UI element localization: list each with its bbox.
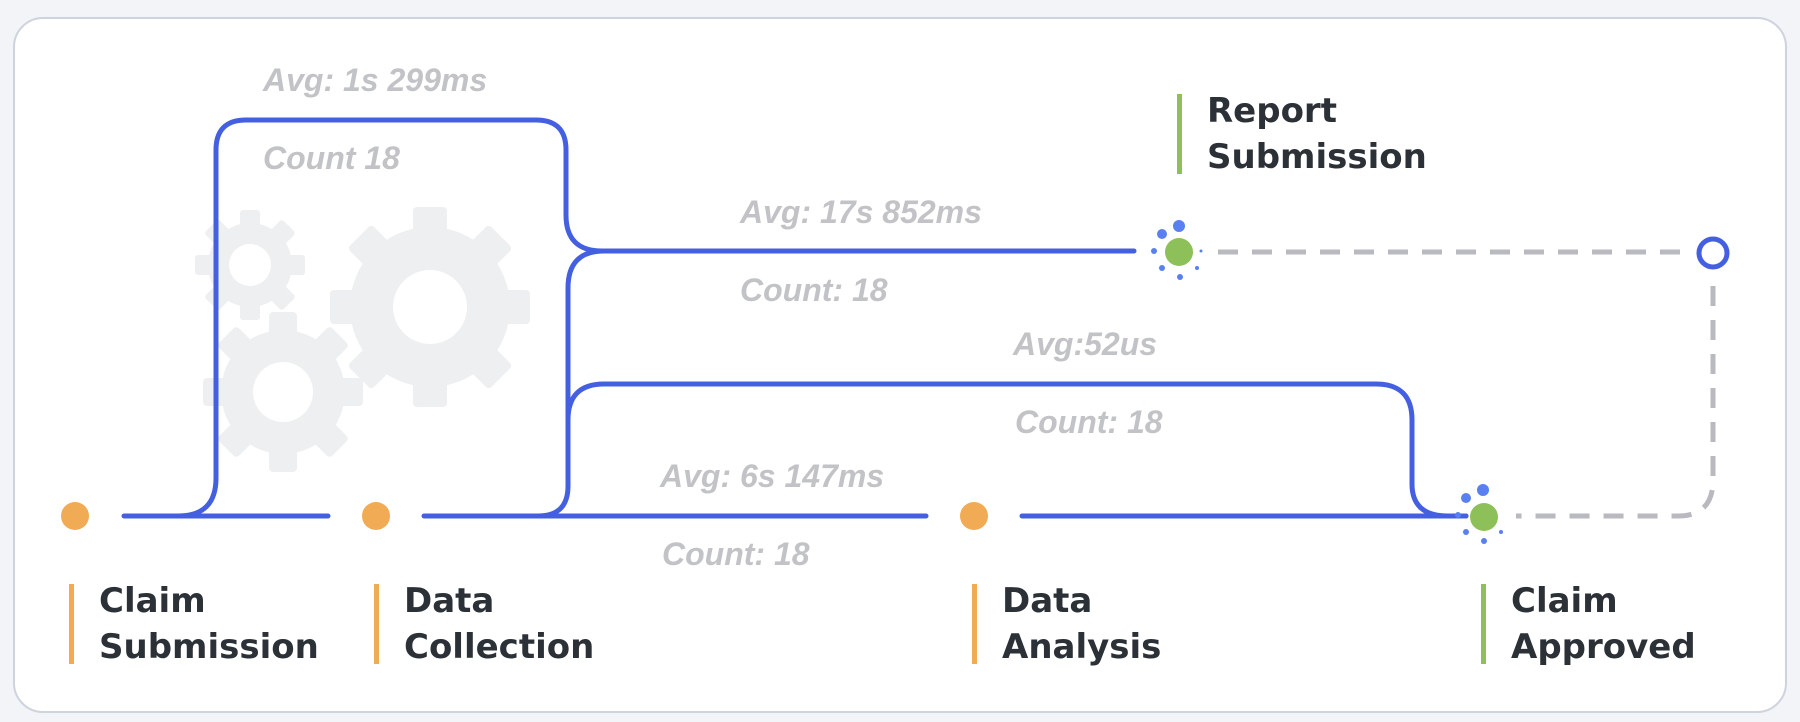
node-report-submission[interactable]	[1151, 220, 1203, 280]
stage-name-line1: Report	[1207, 91, 1337, 131]
stage-name-line2: Collection	[404, 627, 595, 667]
flow-line-top-branch	[175, 117, 1137, 519]
flow-line-to-approved	[565, 381, 1469, 519]
count-label-top-branch: Count 18	[263, 140, 400, 176]
avg-label-main-path: Avg: 6s 147ms	[660, 458, 885, 494]
count-label-to-approved: Count: 18	[1015, 404, 1163, 440]
stage-name-line2: Submission	[1207, 137, 1427, 177]
status-bar-pending	[374, 584, 379, 664]
status-bar-done	[1481, 584, 1486, 664]
stage-label-claim-submission: Claim Submission	[69, 578, 319, 670]
stage-label-claim-approved: Claim Approved	[1481, 578, 1696, 670]
stage-label-data-analysis: Data Analysis	[972, 578, 1161, 670]
stage-name-line2: Submission	[99, 627, 319, 667]
avg-label-to-report: Avg: 17s 852ms	[740, 194, 982, 230]
stage-name-line1: Data	[404, 581, 495, 621]
count-label-main-path: Count: 18	[662, 536, 810, 572]
node-claim-submission[interactable]	[61, 502, 89, 530]
count-label-to-report: Count: 18	[740, 272, 888, 308]
avg-label-top-branch: Avg: 1s 299ms	[263, 62, 488, 98]
status-bar-done	[1177, 94, 1182, 174]
stage-label-report-submission: Report Submission	[1177, 88, 1427, 180]
gears-icon	[195, 207, 530, 472]
status-bar-pending	[972, 584, 977, 664]
stage-name-line1: Claim	[99, 581, 206, 621]
avg-label-to-approved: Avg:52us	[1013, 326, 1158, 362]
stage-name-line1: Claim	[1511, 581, 1618, 621]
stage-label-data-collection: Data Collection	[374, 578, 594, 670]
sparkle-dot-icon	[1455, 484, 1503, 544]
open-circle-icon[interactable]	[1696, 236, 1730, 270]
node-data-collection[interactable]	[362, 502, 390, 530]
stage-name-line2: Analysis	[1002, 627, 1162, 667]
node-claim-approved[interactable]	[1455, 484, 1503, 544]
node-data-analysis[interactable]	[960, 502, 988, 530]
status-bar-pending	[69, 584, 74, 664]
sparkle-dot-icon	[1151, 220, 1203, 280]
flow-line-collection-branch	[535, 248, 607, 519]
stage-name-line2: Approved	[1511, 627, 1696, 667]
stage-name-line1: Data	[1002, 581, 1093, 621]
dashed-line-end-to-approved	[1516, 286, 1716, 519]
